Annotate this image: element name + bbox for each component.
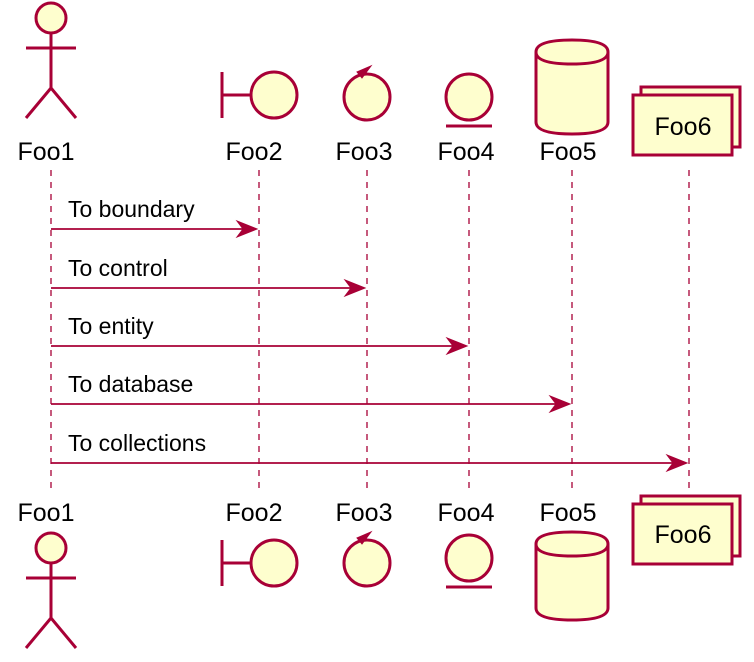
participant-foo6-bottom: Foo6 xyxy=(631,494,742,566)
message-to-control: To control xyxy=(51,255,367,298)
database-icon xyxy=(534,530,610,622)
boundary-icon xyxy=(220,70,299,120)
participant-foo2-top: Foo2 xyxy=(220,70,299,166)
actor-icon xyxy=(24,1,78,119)
message-to-collections: To collections xyxy=(51,430,689,473)
participant-name: Foo6 xyxy=(655,521,712,549)
actor-icon xyxy=(24,531,78,649)
participant-foo5-top: Foo5 xyxy=(534,38,610,166)
entity-icon xyxy=(444,72,494,128)
participant-foo3-bottom: Foo3 xyxy=(336,499,393,588)
participant-foo1-bottom: Foo1 xyxy=(18,499,78,649)
participant-name: Foo1 xyxy=(18,499,75,527)
lifelines xyxy=(50,170,690,494)
participant-foo1-top: Foo1 xyxy=(18,1,78,166)
message-to-database: To database xyxy=(51,371,572,414)
arrowhead-icon xyxy=(343,278,367,298)
participant-name: Foo2 xyxy=(226,138,283,166)
participant-name: Foo5 xyxy=(540,499,597,527)
arrowhead-icon xyxy=(445,336,469,356)
participant-name: Foo5 xyxy=(540,138,597,166)
control-icon xyxy=(342,530,392,588)
control-icon xyxy=(342,64,392,122)
participant-name: Foo3 xyxy=(336,499,393,527)
message-label: To entity xyxy=(68,313,154,339)
message-label: To control xyxy=(68,255,168,281)
collections-icon xyxy=(631,494,742,566)
participant-name: Foo1 xyxy=(18,138,75,166)
message-label: To collections xyxy=(68,430,206,456)
message-label: To database xyxy=(68,371,193,397)
boundary-icon xyxy=(220,538,299,588)
arrowhead-icon xyxy=(665,453,689,473)
participant-foo2-bottom: Foo2 xyxy=(220,499,299,588)
participant-name: Foo2 xyxy=(226,499,283,527)
database-icon xyxy=(534,38,610,136)
participant-foo4-bottom: Foo4 xyxy=(438,499,495,589)
message-label: To boundary xyxy=(68,196,195,222)
participant-foo5-bottom: Foo5 xyxy=(534,499,610,622)
participant-foo3-top: Foo3 xyxy=(336,64,393,166)
participant-name: Foo3 xyxy=(336,138,393,166)
participant-foo6-top: Foo6 xyxy=(631,85,742,157)
message-to-entity: To entity xyxy=(51,313,469,356)
participant-name: Foo4 xyxy=(438,499,495,527)
entity-icon xyxy=(444,533,494,589)
message-to-boundary: To boundary xyxy=(51,196,259,239)
participant-name: Foo4 xyxy=(438,138,495,166)
arrowhead-icon xyxy=(235,219,259,239)
participant-foo4-top: Foo4 xyxy=(438,72,495,166)
arrowhead-icon xyxy=(548,394,572,414)
participant-name: Foo6 xyxy=(655,113,712,141)
collections-icon xyxy=(631,85,742,157)
